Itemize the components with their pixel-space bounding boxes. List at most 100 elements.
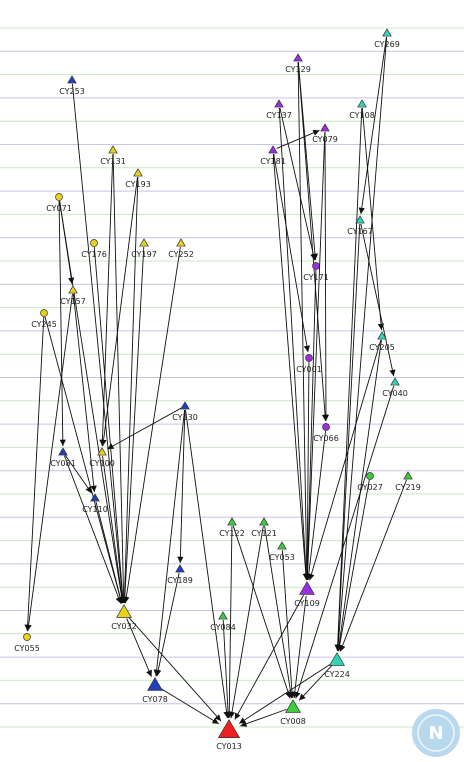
node-label: CY040 [382,389,408,398]
node-CY108-marker[interactable] [357,99,367,108]
node-CY129-marker[interactable] [293,53,303,62]
node-CY253-marker[interactable] [67,75,77,84]
node-CY137-marker[interactable] [274,99,284,108]
node-CY027-marker[interactable] [366,472,374,480]
node-CY100[interactable]: CY100 [89,447,115,468]
node-CY032[interactable]: CY032 [111,604,137,631]
node-CY110-marker[interactable] [90,493,100,502]
node-CY013-marker[interactable] [217,719,241,739]
node-CY081[interactable]: CY081 [50,447,76,468]
edge-CY122-CY008 [232,525,292,699]
node-CY122[interactable]: CY122 [219,517,245,538]
node-CY110[interactable]: CY110 [82,493,108,514]
node-label: CY130 [172,413,198,422]
node-CY252[interactable]: CY252 [168,238,194,259]
node-CY197[interactable]: CY197 [131,238,157,259]
edge-CY110-CY032 [95,501,124,604]
node-CY219[interactable]: CY219 [395,471,421,492]
node-CY193[interactable]: CY193 [125,168,151,189]
node-CY167-marker[interactable] [355,215,365,224]
node-label: CY181 [260,157,286,166]
node-CY269-marker[interactable] [382,28,392,37]
node-CY071[interactable]: CY071 [46,193,72,214]
node-CY171[interactable]: CY171 [303,262,329,283]
edge-CY219-CY224 [339,479,407,652]
node-CY253[interactable]: CY253 [59,75,85,96]
node-CY245-marker[interactable] [40,309,48,317]
edge-CY130-CY100 [107,407,182,450]
node-CY224-marker[interactable] [329,652,345,666]
node-CY066[interactable]: CY066 [313,423,339,444]
node-CY078[interactable]: CY078 [142,677,168,704]
node-CY176-marker[interactable] [90,239,98,247]
node-CY181[interactable]: CY181 [260,145,286,166]
node-CY100-marker[interactable] [97,447,107,456]
node-CY131-marker[interactable] [108,145,118,154]
node-CY197-marker[interactable] [139,238,149,247]
node-CY079[interactable]: CY079 [312,123,338,144]
node-CY157[interactable]: CY157 [60,285,86,306]
node-CY193-marker[interactable] [133,168,143,177]
node-CY130[interactable]: CY130 [172,401,198,422]
node-CY078-marker[interactable] [147,677,163,691]
node-CY205[interactable]: CY205 [369,331,395,352]
node-CY071-marker[interactable] [55,193,63,201]
edge-CY130-CY078 [153,409,186,677]
node-CY137[interactable]: CY137 [266,99,292,120]
edge-CY078-CY013 [160,688,219,725]
node-CY108[interactable]: CY108 [349,99,375,120]
node-CY053[interactable]: CY053 [269,541,295,562]
node-CY109-marker[interactable] [299,581,315,595]
node-CY001-marker[interactable] [305,354,313,362]
node-CY189[interactable]: CY189 [167,564,193,585]
node-CY084[interactable]: CY084 [210,611,236,632]
edge-CY079-CY109 [304,131,326,581]
node-CY245[interactable]: CY245 [31,309,57,330]
node-label: CY121 [251,529,277,538]
node-CY084-marker[interactable] [218,611,228,620]
node-CY122-marker[interactable] [227,517,237,526]
node-CY032-marker[interactable] [116,604,132,618]
node-CY176[interactable]: CY176 [81,239,107,260]
node-label: CY109 [294,599,320,608]
node-label: CY081 [50,459,76,468]
node-CY121-marker[interactable] [259,517,269,526]
edge-CY108-CY205 [361,107,385,331]
node-label: CY245 [31,320,57,329]
node-CY181-marker[interactable] [268,145,278,154]
node-CY131[interactable]: CY131 [100,145,126,166]
node-CY040[interactable]: CY040 [382,377,408,398]
node-CY252-marker[interactable] [176,238,186,247]
node-CY001[interactable]: CY001 [296,354,322,375]
node-CY205-marker[interactable] [377,331,387,340]
node-CY008-marker[interactable] [285,699,301,713]
node-CY269[interactable]: CY269 [374,28,400,49]
node-CY079-marker[interactable] [320,123,330,132]
node-CY066-marker[interactable] [322,423,330,431]
node-CY121[interactable]: CY121 [251,517,277,538]
edge-CY071-CY032 [59,200,125,604]
node-CY219-marker[interactable] [403,471,413,480]
node-CY167[interactable]: CY167 [347,215,373,236]
node-CY008[interactable]: CY008 [280,699,306,726]
edge-CY245-CY032 [44,316,124,604]
node-CY027[interactable]: CY027 [357,472,383,493]
node-CY129[interactable]: CY129 [285,53,311,74]
node-label: CY171 [303,273,329,282]
edge-CY181-CY079 [276,129,320,149]
node-CY130-marker[interactable] [180,401,190,410]
edge-CY081-CY110 [64,455,92,494]
node-CY055-marker[interactable] [23,633,31,641]
node-CY040-marker[interactable] [390,377,400,386]
node-CY081-marker[interactable] [58,447,68,456]
node-CY013[interactable]: CY013 [216,719,242,751]
node-CY189-marker[interactable] [175,564,185,573]
node-label: CY027 [357,483,383,492]
node-CY109[interactable]: CY109 [294,581,320,608]
node-CY053-marker[interactable] [277,541,287,550]
node-CY224[interactable]: CY224 [324,652,350,679]
node-CY171-marker[interactable] [312,262,320,270]
node-CY157-marker[interactable] [68,285,78,294]
node-CY055[interactable]: CY055 [14,633,40,654]
